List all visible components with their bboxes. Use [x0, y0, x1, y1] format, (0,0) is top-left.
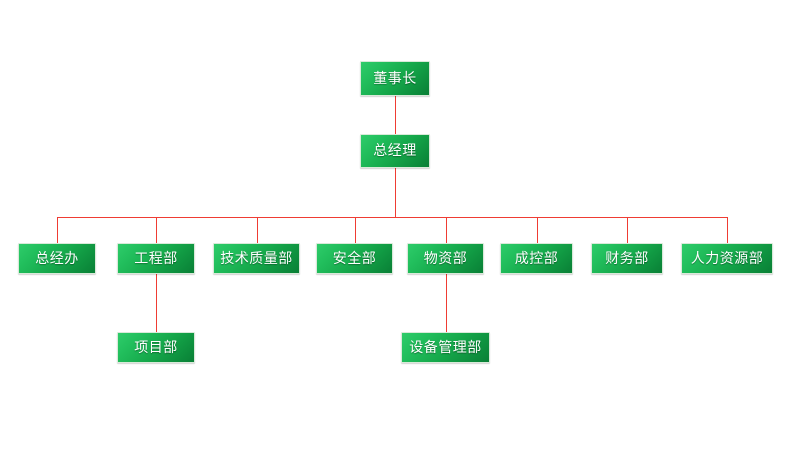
- node-hr-dept-label: 人力资源部: [690, 250, 764, 267]
- connector-engineering-dept-to-project-dept: [155, 274, 157, 332]
- node-safety-dept[interactable]: 安全部: [316, 243, 393, 274]
- connector-bus-to-finance-dept: [626, 216, 628, 244]
- node-gm-office[interactable]: 总经办: [18, 243, 96, 274]
- node-cost-control-dept-label: 成控部: [514, 250, 559, 267]
- node-finance-dept-label: 财务部: [605, 250, 649, 267]
- node-materials-dept-label: 物资部: [423, 250, 468, 267]
- node-safety-dept-label: 安全部: [332, 250, 377, 267]
- connector-bus-to-gm-office: [56, 216, 58, 244]
- connector-bus-to-safety-dept: [354, 216, 356, 244]
- node-project-dept[interactable]: 项目部: [117, 332, 195, 363]
- node-general-manager-label: 总经理: [373, 143, 417, 159]
- node-chairman-label: 董事长: [373, 70, 417, 87]
- node-tech-quality-dept[interactable]: 技术质量部: [213, 243, 300, 274]
- node-tech-quality-dept-label: 技术质量部: [220, 250, 293, 267]
- connector-bus-to-tech-quality-dept: [256, 216, 258, 244]
- node-cost-control-dept[interactable]: 成控部: [500, 243, 573, 274]
- node-project-dept-label: 项目部: [134, 339, 178, 356]
- connector-horizontal-bus: [57, 216, 727, 218]
- connector-general-manager-to-bus: [394, 168, 396, 217]
- connector-chairman-to-general-manager: [394, 96, 396, 135]
- node-engineering-dept[interactable]: 工程部: [117, 243, 195, 274]
- connector-bus-to-materials-dept: [445, 216, 447, 244]
- node-finance-dept[interactable]: 财务部: [591, 243, 663, 274]
- node-chairman[interactable]: 董事长: [360, 61, 430, 96]
- node-engineering-dept-label: 工程部: [134, 250, 178, 267]
- node-equipment-mgmt-dept-label: 设备管理部: [409, 339, 482, 356]
- node-materials-dept[interactable]: 物资部: [407, 243, 484, 274]
- node-hr-dept[interactable]: 人力资源部: [681, 243, 773, 274]
- connector-bus-to-hr-dept: [726, 216, 728, 244]
- connector-bus-to-engineering-dept: [155, 216, 157, 244]
- node-gm-office-label: 总经办: [35, 250, 79, 267]
- connector-bus-to-cost-control-dept: [536, 216, 538, 244]
- node-general-manager[interactable]: 总经理: [360, 134, 430, 168]
- connector-materials-dept-to-equipment-mgmt-dept: [445, 274, 447, 332]
- node-equipment-mgmt-dept[interactable]: 设备管理部: [401, 332, 490, 363]
